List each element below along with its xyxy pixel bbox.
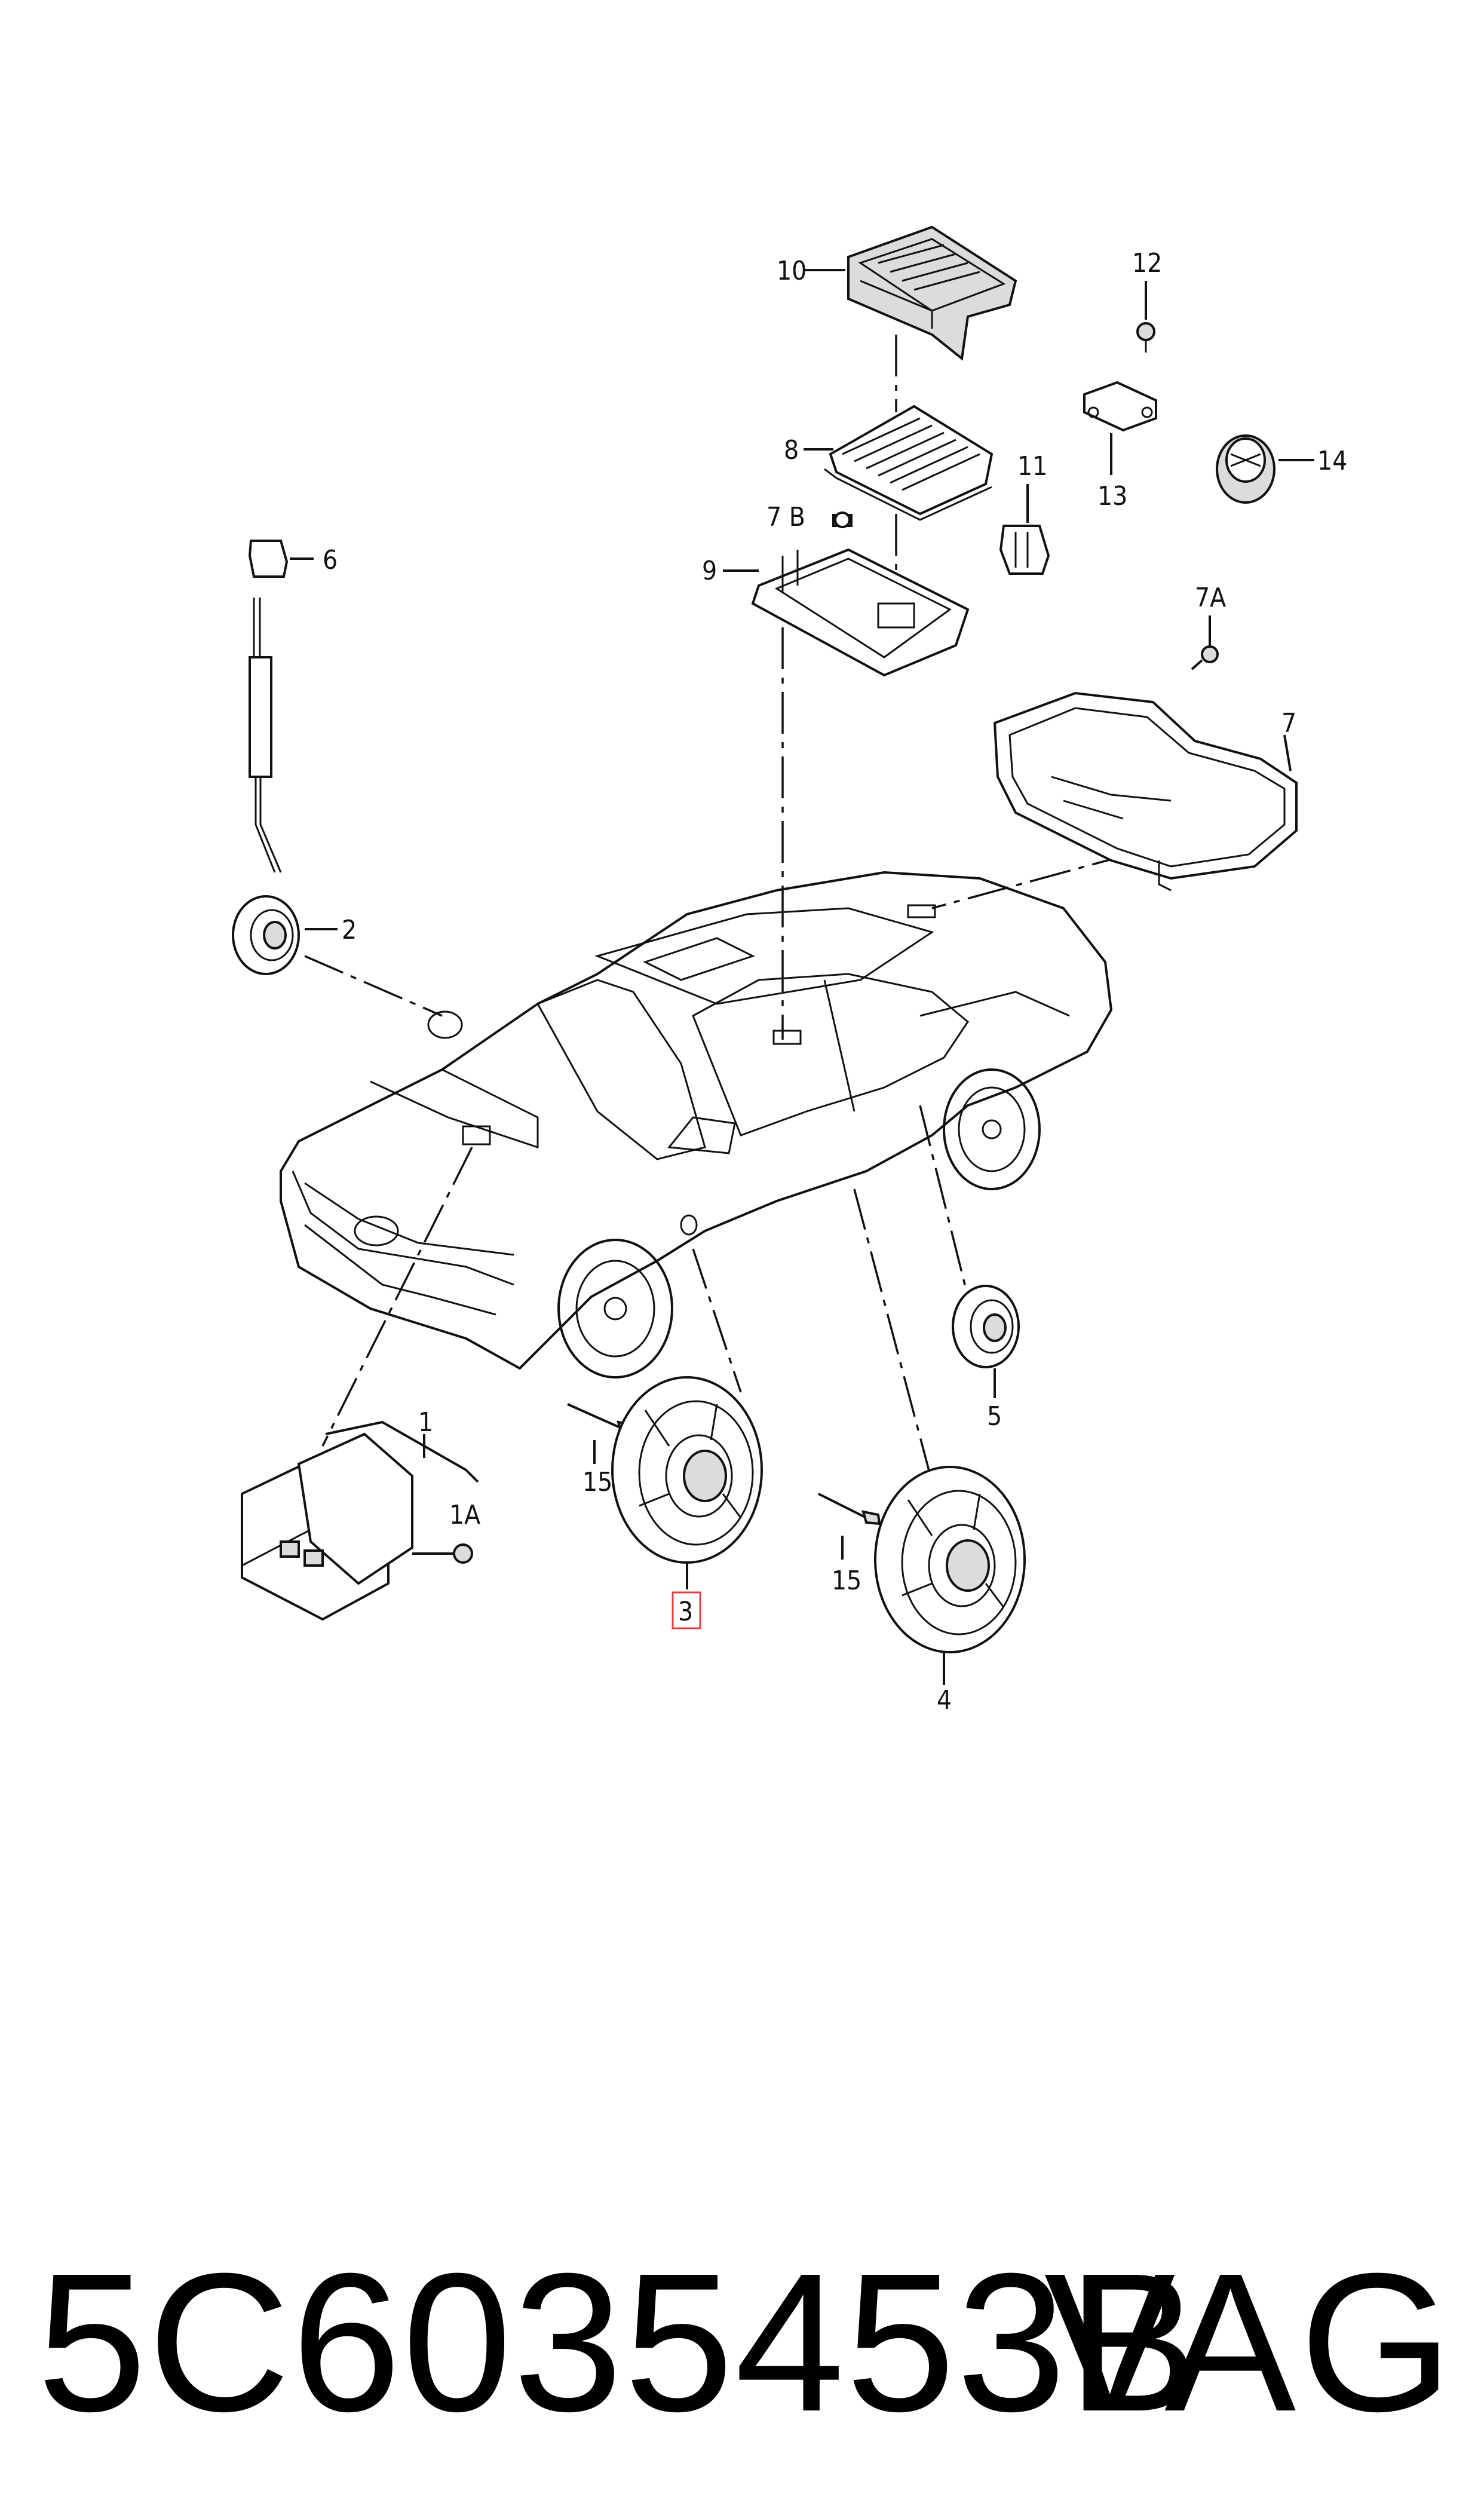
callout-10: 10: [777, 256, 807, 286]
callout-1: 1: [418, 1407, 433, 1438]
callout-11: 11: [1017, 451, 1047, 482]
brand-name: VAG: [1044, 2232, 1457, 2452]
part-7-tray: 7: [993, 691, 1298, 892]
callout-14: 14: [1317, 446, 1347, 476]
part-7a-screw: 7A: [1191, 583, 1226, 670]
part-3-speaker: 3: [611, 1376, 763, 1629]
callout-6: 6: [323, 545, 338, 575]
highlight-box: [672, 1591, 701, 1629]
part-8-amplifier: 8: [784, 405, 994, 521]
callout-7: 7: [1281, 708, 1296, 739]
part-9-bracket: 9: [702, 548, 970, 677]
callout-4: 4: [937, 1685, 952, 1716]
part-12-bolt: 12: [1132, 248, 1162, 353]
part-13-bracket: 13: [1083, 381, 1157, 511]
callout-15b: 15: [832, 1566, 861, 1596]
callout-15a: 15: [582, 1467, 612, 1497]
callout-8: 8: [784, 435, 799, 465]
callout-2: 2: [342, 915, 357, 945]
callout-13: 13: [1097, 481, 1127, 511]
part-11-clip: 11: [999, 451, 1050, 575]
callout-3: 3: [678, 1597, 693, 1627]
part-7b-screw: 7 B: [766, 502, 853, 532]
callout-5: 5: [987, 1401, 1002, 1432]
callout-12: 12: [1132, 248, 1162, 278]
part-2-tweeter: 2: [232, 895, 357, 975]
car-body: [280, 871, 1113, 1379]
part-1-radio: 1 1A: [241, 1407, 480, 1621]
part-5-tweeter: 5: [952, 1285, 1020, 1432]
part-6-antenna: 6: [248, 540, 338, 873]
part-14-grommet: 14: [1216, 434, 1347, 504]
part-number: 5C6035453B: [37, 2232, 1200, 2452]
assembly-lines: [304, 335, 1195, 1482]
callout-9: 9: [702, 556, 717, 586]
callout-7a: 7A: [1195, 583, 1226, 613]
part-4-speaker: 4: [874, 1466, 1026, 1716]
part-10-cover: 10: [777, 225, 1017, 361]
callout-1a: 1A: [449, 1500, 480, 1530]
part-15-rivet-right: 15: [818, 1493, 881, 1596]
callout-7b: 7 B: [766, 502, 805, 532]
